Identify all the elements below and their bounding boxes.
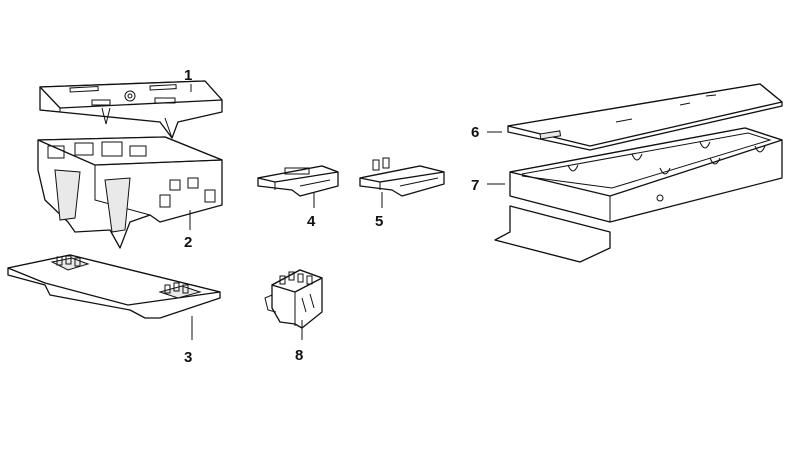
part-2-base (37, 136, 223, 249)
callout-2: 2 (184, 234, 192, 251)
part-8-connector (264, 269, 323, 329)
part-3-plate (7, 254, 221, 319)
part-6-lid (507, 83, 783, 151)
callout-1: 1 (184, 67, 192, 84)
callout-7: 7 (471, 177, 479, 194)
part-4-clip (257, 165, 339, 197)
callout-8: 8 (295, 347, 303, 364)
part-1-cover (39, 80, 223, 139)
part-5-clip (359, 157, 445, 197)
callout-6: 6 (471, 124, 479, 141)
part-7-tray (494, 127, 783, 263)
callout-5: 5 (375, 213, 383, 230)
callout-4: 4 (307, 213, 316, 230)
callout-3: 3 (184, 349, 192, 366)
